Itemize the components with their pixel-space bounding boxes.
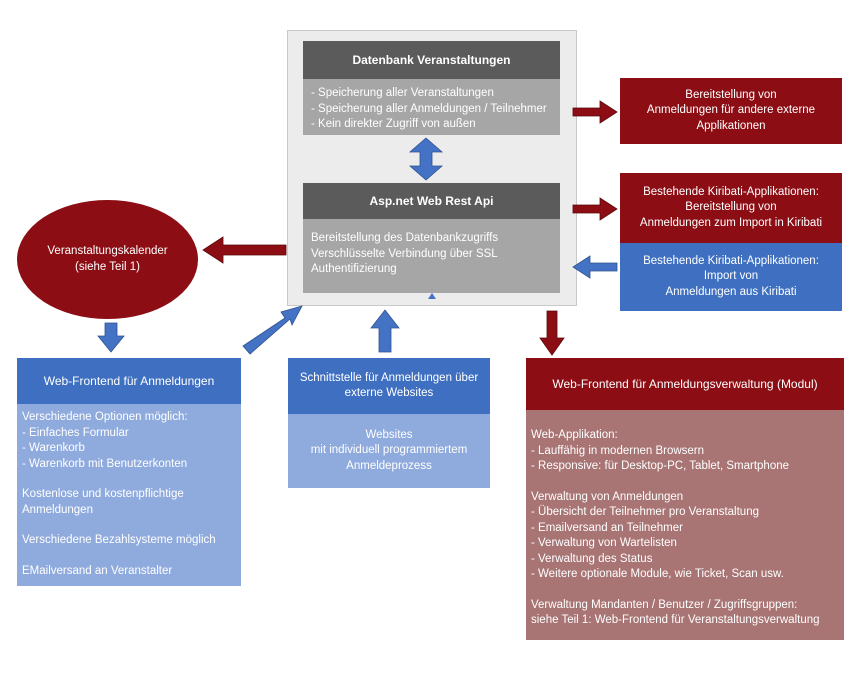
- api-title: Asp.net Web Rest Api: [369, 194, 494, 208]
- web-frontend-option: - Warenkorb mit Benutzerkonten: [22, 457, 188, 470]
- kiribati-import-box: Bestehende Kiribati-Applikationen: Impor…: [620, 243, 842, 311]
- database-title-box: Datenbank Veranstaltungen: [303, 41, 560, 79]
- calendar-to-frontend-arrow: [97, 322, 125, 353]
- admin-management-line: - Verwaltung von Wartelisten: [531, 537, 677, 549]
- database-body: - Speicherung aller Veranstaltungen - Sp…: [303, 79, 560, 135]
- interface-body-line: Websites: [365, 428, 413, 441]
- admin-management-line: - Übersicht der Teilnehmer pro Veranstal…: [531, 506, 759, 518]
- admin-management-line: - Weitere optionale Module, wie Ticket, …: [531, 568, 784, 580]
- provision-line: Anmeldungen für andere externe: [646, 104, 816, 117]
- interface-to-api-arrow: [370, 309, 400, 353]
- admin-tenants-line: siehe Teil 1: Web-Frontend für Veranstal…: [531, 614, 820, 626]
- web-frontend-free-paid: Kostenlose und kostenpflichtige: [22, 488, 184, 500]
- provision-line: Applikationen: [696, 119, 766, 132]
- calendar-line: (siehe Teil 1): [75, 260, 140, 273]
- admin-webapp-line: Web-Applikation:: [531, 429, 618, 441]
- web-frontend-title: Web-Frontend für Anmeldungen: [43, 374, 215, 388]
- interface-title-box: Schnittstelle für Anmeldungen über exter…: [288, 358, 490, 414]
- kiribati-export-line: Bestehende Kiribati-Applikationen:: [643, 185, 819, 198]
- database-line: - Speicherung aller Veranstaltungen: [311, 87, 494, 99]
- kiribati-import-to-api-arrow: [572, 255, 618, 279]
- api-anchor-marker: [428, 293, 436, 299]
- frontend-to-api-arrow: [242, 305, 303, 355]
- api-to-admin-arrow: [539, 310, 565, 356]
- web-frontend-option: - Warenkorb: [22, 442, 85, 454]
- kiribati-export-line: Anmeldungen zum Import in Kiribati: [639, 216, 823, 229]
- admin-title-box: Web-Frontend für Anmeldungsverwaltung (M…: [526, 358, 844, 410]
- api-line: Authentifizierung: [311, 263, 397, 275]
- kiribati-export-line: Bereitstellung von: [685, 201, 777, 214]
- web-frontend-option: - Einfaches Formular: [22, 426, 129, 439]
- web-frontend-body: Verschiedene Optionen möglich: - Einfach…: [17, 404, 241, 586]
- database-line: - Kein direkter Zugriff von außen: [311, 118, 476, 130]
- db-to-provision-arrow: [572, 100, 618, 124]
- provision-box: Bereitstellung von Anmeldungen für ander…: [620, 78, 842, 144]
- web-frontend-payment: Verschiedene Bezahlsysteme möglich: [22, 534, 216, 546]
- provision-line: Bereitstellung von: [685, 88, 777, 101]
- calendar-ellipse: Veranstaltungskalender (siehe Teil 1): [17, 200, 198, 319]
- web-frontend-title-box: Web-Frontend für Anmeldungen: [17, 358, 241, 404]
- admin-tenants-line: Verwaltung Mandanten / Benutzer / Zugrif…: [531, 598, 798, 611]
- interface-body: Websites mit individuell programmiertem …: [288, 414, 490, 488]
- admin-body: Web-Applikation: - Lauffähig in modernen…: [526, 410, 844, 640]
- db-api-double-arrow: [408, 137, 444, 181]
- interface-title-line: externe Websites: [344, 387, 434, 399]
- admin-webapp-line: - Lauffähig in modernen Browsern: [531, 444, 705, 457]
- database-line: - Speicherung aller Anmeldungen / Teilne…: [311, 102, 547, 115]
- api-to-kiribati-export-arrow: [572, 197, 618, 221]
- kiribati-import-line: Bestehende Kiribati-Applikationen:: [643, 254, 819, 267]
- interface-body-line: mit individuell programmiertem: [310, 444, 468, 457]
- api-to-calendar-arrow: [202, 236, 287, 264]
- kiribati-export-box: Bestehende Kiribati-Applikationen: Berei…: [620, 173, 842, 243]
- admin-title: Web-Frontend für Anmeldungsverwaltung (M…: [552, 377, 818, 391]
- web-frontend-option: Verschiedene Optionen möglich:: [22, 411, 188, 423]
- web-frontend-free-paid: Anmeldungen: [22, 503, 93, 516]
- kiribati-import-line: Import von: [703, 270, 759, 283]
- calendar-line: Veranstaltungskalender: [47, 245, 168, 257]
- admin-management-line: Verwaltung von Anmeldungen: [531, 490, 684, 503]
- api-line: Bereitstellung des Datenbankzugriffs: [311, 232, 499, 244]
- api-body: Bereitstellung des Datenbankzugriffs Ver…: [303, 219, 560, 293]
- admin-webapp-line: - Responsive: für Desktop-PC, Tablet, Sm…: [531, 460, 790, 472]
- database-title: Datenbank Veranstaltungen: [352, 53, 511, 67]
- interface-title-line: Schnittstelle für Anmeldungen über: [299, 371, 479, 384]
- web-frontend-email: EMailversand an Veranstalter: [22, 564, 173, 577]
- api-line: Verschlüsselte Verbindung über SSL: [311, 247, 498, 260]
- interface-body-line: Anmeldeprozess: [346, 459, 432, 472]
- admin-management-line: - Verwaltung des Status: [531, 552, 653, 565]
- api-title-box: Asp.net Web Rest Api: [303, 183, 560, 219]
- kiribati-import-line: Anmeldungen aus Kiribati: [665, 285, 797, 298]
- admin-management-line: - Emailversand an Teilnehmer: [531, 521, 683, 534]
